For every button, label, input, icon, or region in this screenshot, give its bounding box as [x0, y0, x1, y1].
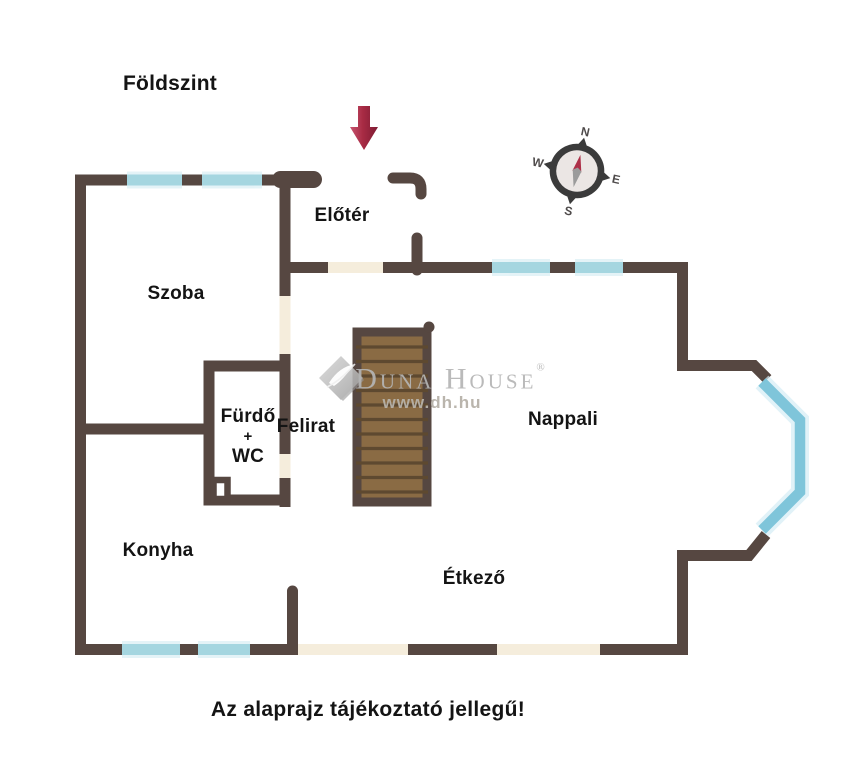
duna-house-logo-icon: [319, 356, 364, 401]
room-label-nappali: Nappali: [527, 409, 599, 431]
registered-mark: ®: [536, 361, 545, 374]
room-label-eloter: Előtér: [314, 205, 370, 227]
compass-label-w: W: [531, 155, 546, 171]
wc-line: WC: [231, 446, 265, 467]
room-label-etkezo: Étkező: [442, 568, 506, 590]
floor-title: Földszint: [123, 71, 217, 95]
compass-label-e: E: [611, 172, 622, 187]
room-label-konyha: Konyha: [122, 540, 194, 562]
entrance-arrow-icon: [350, 106, 378, 150]
bay-window: [758, 378, 806, 534]
room-label-felirat: Felirat: [276, 416, 336, 438]
furdo-line: Fürdő: [220, 406, 276, 427]
windows: [122, 171, 809, 658]
door-openings: [279, 262, 600, 655]
disclaimer-text: Az alaprajz tájékoztató jellegű!: [210, 697, 526, 721]
compass-needle-south: [572, 167, 582, 188]
room-label-furdo-wc: Fürdő + WC: [221, 407, 276, 467]
watermark-url: www.dh.hu: [382, 393, 482, 412]
watermark-brand-text: Duna House: [355, 362, 537, 396]
plus-line: +: [243, 428, 253, 445]
bathroom-fixture: [210, 476, 231, 503]
entrance-wall-end: [272, 171, 322, 188]
room-label-szoba: Szoba: [147, 283, 205, 305]
compass-rose-icon: N E S W: [531, 124, 622, 219]
staircase: [352, 321, 435, 507]
compass-label-s: S: [563, 203, 574, 218]
compass-label-n: N: [580, 124, 591, 139]
watermark-brand: Duna House®: [355, 362, 545, 397]
